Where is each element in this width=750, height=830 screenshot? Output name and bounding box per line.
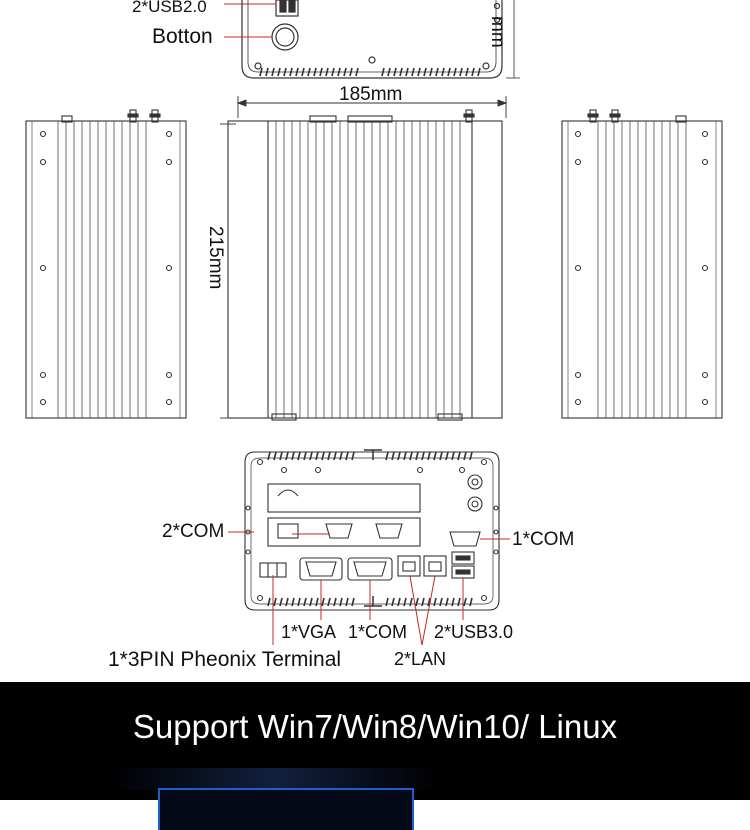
top-view [241, 0, 520, 79]
usb20-label: 2*USB2.0 [132, 0, 207, 16]
screen-glow [110, 768, 440, 790]
left-fins [57, 121, 147, 418]
right-fins [597, 121, 687, 418]
center-fins [275, 121, 461, 418]
depth-label: 215mm [205, 226, 226, 290]
height-label-partial: mm [487, 16, 508, 48]
center-side-view [227, 109, 503, 421]
technical-drawing [25, 0, 723, 646]
com-right-label: 1*COM [512, 529, 575, 550]
right-side-view [561, 109, 723, 419]
top-vent-slots [259, 67, 481, 77]
monitor-screen-edge [158, 788, 414, 830]
terminal-label: 1*3PIN Pheonix Terminal [108, 648, 342, 671]
lan-label: 2*LAN [394, 649, 447, 669]
os-support-banner: Support Win7/Win8/Win10/ Linux [0, 682, 750, 830]
com-bottom-label: 1*COM [348, 622, 408, 642]
button-label: Botton [152, 25, 213, 48]
left-side-view [25, 109, 187, 419]
rear-bottom-vent-slots [267, 597, 473, 607]
usb30-label: 2*USB3.0 [434, 622, 514, 642]
width-label: 185mm [339, 84, 403, 105]
os-support-text: Support Win7/Win8/Win10/ Linux [132, 708, 618, 745]
rear-top-vent-slots [267, 451, 473, 461]
rear-panel-view [244, 449, 500, 611]
com-left-label: 2*COM [162, 521, 225, 542]
rear-leader-lines [228, 531, 510, 646]
vga-label: 1*VGA [281, 622, 337, 642]
width-dimension [236, 96, 508, 118]
